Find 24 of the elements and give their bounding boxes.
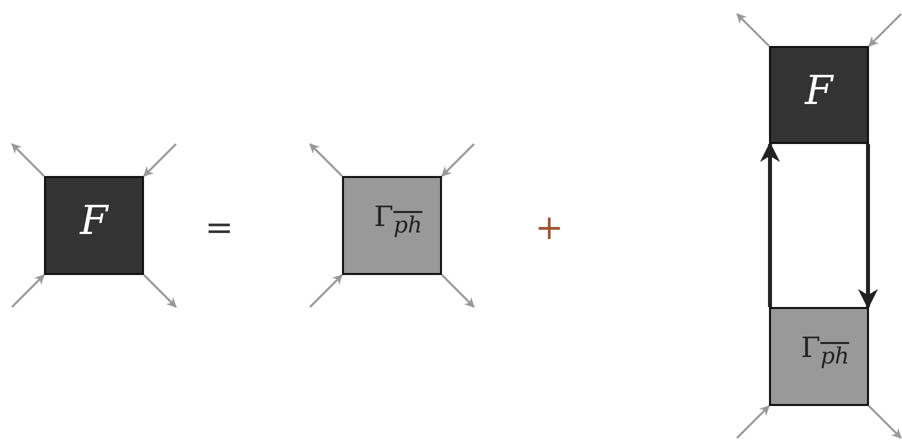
leg-arrow (143, 143, 177, 177)
leg-arrow (441, 143, 475, 177)
leg-arrow (868, 405, 902, 439)
leg-arrow (11, 274, 45, 308)
vertex-symbol: Γ$_{ph}$ (801, 331, 850, 370)
leg-arrow (736, 405, 770, 439)
vertex-box (769, 307, 869, 406)
vertex-box (342, 176, 442, 275)
operator-sign: = (205, 208, 234, 248)
leg-arrow (309, 274, 343, 308)
vertex-box (769, 46, 869, 144)
leg-arrow (736, 13, 770, 47)
operator-sign: + (535, 208, 564, 248)
propagator-arrow (858, 144, 878, 309)
leg-arrow (11, 143, 45, 177)
vertex-box (44, 176, 144, 275)
leg-arrow (309, 143, 343, 177)
propagator-arrow (760, 142, 780, 307)
leg-arrow (868, 13, 902, 47)
vertex-symbol: F (805, 68, 833, 114)
vertex-symbol: Γ$_{ph}$ (374, 200, 422, 239)
leg-arrow (143, 274, 177, 308)
vertex-symbol: F (80, 198, 108, 244)
leg-arrow (441, 274, 475, 308)
